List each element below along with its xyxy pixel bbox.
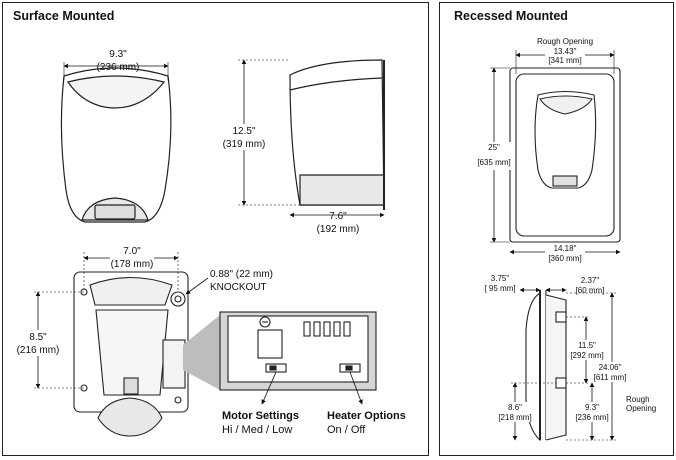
heater-options-values: On / Off (327, 424, 366, 436)
ro-width-inch-label: 13.43" (554, 47, 577, 56)
rough-opening-side-label-1: Rough (626, 395, 650, 404)
spacing-c-mm-label: [292 mm] (570, 351, 603, 360)
dryer-back-view (73, 271, 189, 437)
height-mm-label: (319 mm) (223, 139, 266, 150)
height-f-inch-label: 9.3" (585, 403, 599, 412)
ro-width-mm-label: [341 mm] (548, 56, 581, 65)
motor-settings-options: Hi / Med / Low (222, 424, 292, 436)
outer-width-mm-label: [360 mm] (548, 254, 581, 263)
recessed-mounted-title: Recessed Mounted (454, 9, 568, 23)
mount-width-inch-label: 7.0" (123, 246, 141, 257)
control-board-inset (219, 311, 377, 391)
height-f-mm-label: [236 mm] (575, 413, 608, 422)
depth-a-inch-label: 3.75" (491, 274, 510, 283)
height-inch-label: 12.5" (232, 126, 255, 137)
recessed-side-view (525, 290, 567, 442)
mount-width-mm-label: (178 mm) (111, 259, 154, 270)
depth-b-inch-label: 2.37" (581, 276, 600, 285)
heater-options-title: Heater Options (327, 410, 406, 422)
width-inch-label: 9.3" (109, 49, 127, 60)
height-d-mm-label: [611 mm] (594, 373, 627, 382)
depth-a-mm-label: [ 95 mm] (484, 284, 515, 293)
recessed-front-view (509, 67, 621, 243)
callout-wedge (183, 315, 220, 390)
surface-mounted-title: Surface Mounted (13, 9, 115, 23)
spacing-c-inch-label: 11.5" (578, 341, 596, 350)
height-e-inch-label: 8.6" (508, 403, 522, 412)
height-e-mm-label: [218 mm] (498, 413, 531, 422)
depth-b-mm-label: [60 mm] (576, 286, 605, 295)
ro-height-inch-label: 25" (488, 143, 500, 152)
motor-settings-title: Motor Settings (222, 410, 299, 422)
mount-height-mm-label: (216 mm) (17, 345, 60, 356)
mount-height-inch-label: 8.5" (29, 332, 47, 343)
knockout-label: KNOCKOUT (210, 282, 267, 293)
depth-mm-label: (192 mm) (317, 224, 360, 235)
height-d-inch-label: 24.06" (599, 363, 622, 372)
depth-inch-label: 7.6" (329, 211, 347, 222)
rough-opening-side-label-2: Opening (626, 404, 656, 413)
outer-width-inch-label: 14.18" (554, 244, 577, 253)
ro-height-mm-label: [635 mm] (477, 158, 510, 167)
rough-opening-top-label: Rough Opening (537, 37, 593, 46)
dryer-side-view (289, 59, 385, 210)
width-mm-label: (236 mm) (97, 62, 140, 73)
knockout-size-label: 0.88" (22 mm) (210, 269, 273, 280)
dryer-front-view (60, 67, 172, 223)
